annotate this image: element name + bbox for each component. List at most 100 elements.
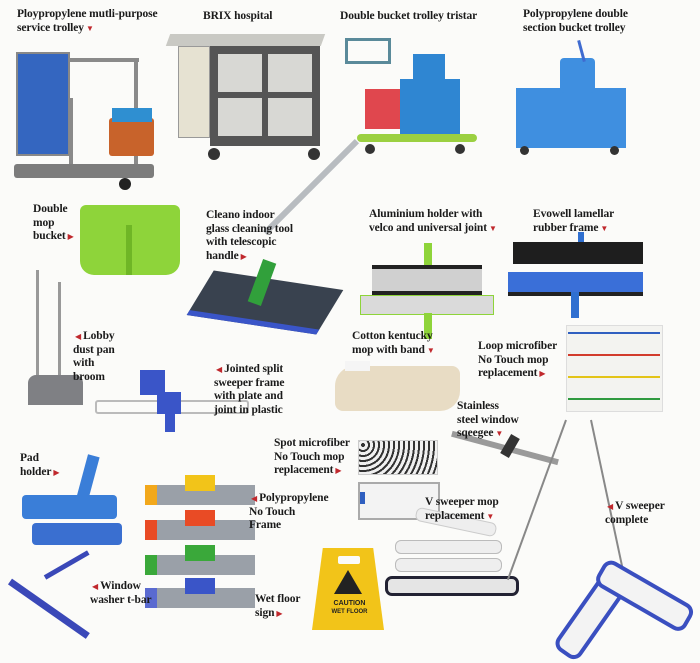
kentucky-mop-image (335, 356, 465, 418)
double-bucket-trolley-label: Double bucket trolley tristar (340, 10, 477, 24)
label-line: mop (33, 216, 55, 229)
caret-down-icon: ▼ (486, 511, 495, 521)
window-tbar-image (7, 550, 100, 639)
label-line: ◀Window (92, 580, 141, 592)
double-mop-bucket-image (80, 205, 180, 280)
label-line: Cleano indoor (206, 209, 275, 221)
label-line: Aluminium holder with (369, 208, 483, 220)
service-trolley-image (14, 38, 159, 193)
caret-left-icon: ◀ (607, 502, 614, 511)
lobby-dust-pan-image (28, 270, 88, 410)
label-line: dust pan (73, 343, 115, 356)
label-line: ◀Jointed split (216, 363, 284, 375)
pad-holder-image (22, 454, 122, 545)
evowell-frame-image (508, 232, 643, 322)
label-line: No Touch mop (478, 353, 549, 366)
label-line: mop with band (352, 343, 425, 356)
label-line: ◀Lobby (75, 330, 115, 342)
caret-right-icon: ▶ (67, 232, 74, 241)
label-line: washer t-bar (90, 593, 152, 606)
label-line: sign (255, 606, 275, 619)
label-line: with (73, 357, 95, 369)
double-bucket-trolley-image (345, 34, 480, 162)
label-line: ◀V sweeper (607, 500, 665, 512)
label-line: Evowell lamellar (533, 208, 615, 220)
label-line: joint in plastic (214, 403, 283, 416)
label-line: sweeper frame (214, 376, 285, 389)
brix-hospital-label: BRIX hospital (203, 10, 272, 24)
label-line: complete (605, 513, 649, 526)
caret-down-icon: ▼ (85, 23, 94, 33)
caret-down-icon: ▼ (488, 223, 497, 233)
label-line: handle (206, 249, 239, 262)
label-line: Wet floor (255, 593, 301, 605)
caret-right-icon: ▶ (240, 251, 247, 261)
label-line: bucket (33, 230, 66, 242)
label-line: Cotton kentucky (352, 330, 433, 342)
caret-left-icon: ◀ (75, 332, 82, 341)
sign-wet-floor-text: WET FLOOR (331, 609, 368, 615)
label-line: No Touch mop (274, 450, 345, 463)
label-line: Spot microfiber (274, 437, 350, 449)
label-line: Frame (249, 519, 282, 531)
brix-hospital-image (165, 30, 326, 165)
label-line: holder (20, 465, 52, 478)
label-line: replacement (425, 509, 485, 522)
label-line: Polypropylene double (523, 8, 628, 20)
caret-right-icon: ▶ (539, 369, 546, 378)
label-line: rubber frame (533, 221, 599, 234)
wet-floor-sign-image: CAUTION WET FLOOR (312, 548, 387, 630)
loop-microfiber-image (566, 320, 666, 415)
caret-right-icon: ▶ (276, 608, 283, 618)
label-line: glass cleaning tool (206, 222, 293, 235)
caret-down-icon: ▼ (495, 429, 504, 438)
caret-right-icon: ▶ (53, 467, 60, 477)
label-line: Loop microfiber (478, 340, 558, 352)
no-touch-frame-image (145, 470, 255, 610)
label-line: Ploypropylene mutli-purpose (17, 8, 158, 20)
label-line: service trolley (17, 21, 84, 34)
label-line: sqeegee (457, 427, 494, 439)
caret-left-icon: ◀ (216, 365, 223, 374)
label-line: Double bucket trolley tristar (340, 10, 478, 22)
label-line: steel window (457, 413, 519, 426)
v-sweeper-replacement-image (380, 506, 520, 600)
label-line: No Touch (249, 505, 296, 518)
label-line: replacement (478, 367, 538, 379)
aluminium-holder-image (360, 243, 495, 343)
label-line: velco and universal joint (369, 221, 487, 234)
label-line: V sweeper mop (425, 496, 499, 508)
jointed-sweeper-image (95, 360, 249, 440)
label-line: replacement (274, 464, 334, 476)
double-section-trolley-image (510, 38, 630, 158)
label-line: Pad (20, 452, 39, 464)
label-line: ◀Polypropylene (251, 492, 329, 504)
label-line: section bucket trolley (523, 21, 626, 34)
label-line: BRIX hospital (203, 10, 273, 22)
caret-down-icon: ▼ (600, 223, 609, 233)
caret-left-icon: ◀ (251, 494, 258, 503)
caret-left-icon: ◀ (92, 582, 99, 591)
label-line: Double (33, 203, 68, 215)
label-line: Stainless (457, 400, 499, 412)
caret-down-icon: ▼ (426, 345, 435, 355)
sign-caution-text: CAUTION (333, 600, 366, 607)
label-line: broom (73, 370, 105, 383)
